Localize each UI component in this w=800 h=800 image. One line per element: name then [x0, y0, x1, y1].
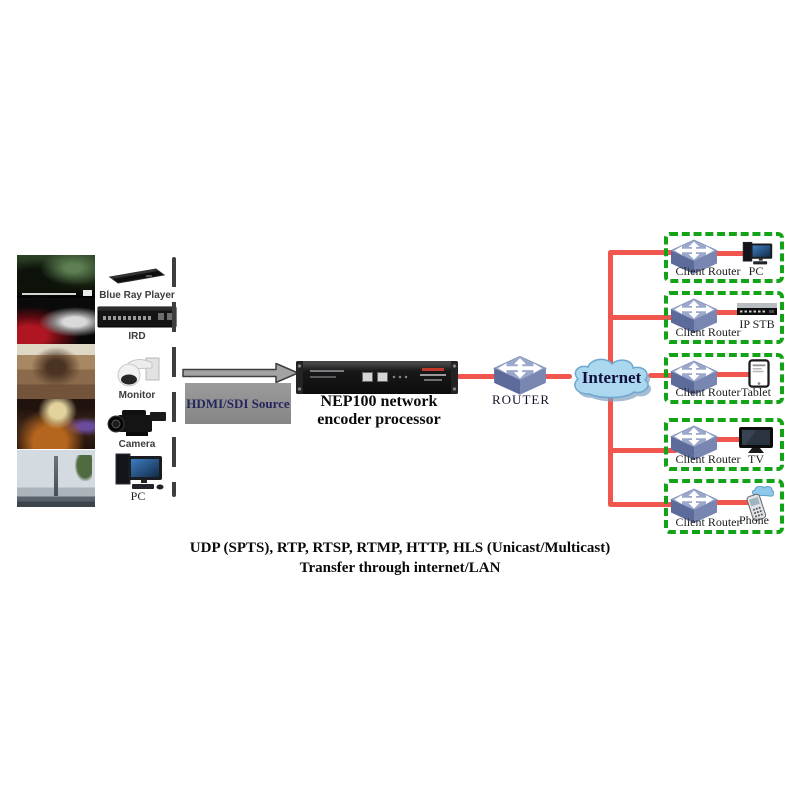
source-photo-interior: [17, 399, 95, 449]
client-box-tv: Client Router TV: [664, 418, 784, 471]
connection-clientrouter-tv: [714, 437, 760, 442]
ip-stb-icon: [737, 303, 777, 315]
client-box-tablet: Client Router Tablet: [664, 353, 784, 404]
tablet-icon: [748, 359, 770, 388]
client-router-label: Client Router: [675, 385, 741, 399]
source-group-dashed-line: [172, 257, 176, 497]
tv-icon: [739, 427, 773, 453]
client-device-label: Phone: [739, 513, 769, 527]
internet-label: Internet: [581, 368, 642, 387]
panel-text-line: [310, 376, 336, 378]
source-photo-horse-and-car: [17, 298, 95, 344]
nep100-encoder-device: [296, 361, 458, 394]
ird-label: IRD: [128, 331, 146, 342]
client-device-label: Tablet: [741, 385, 771, 399]
encoder-logo: [420, 374, 446, 376]
connection-clientrouter-pc: [714, 251, 760, 256]
encoder-caption-line2: encoder processor: [317, 411, 441, 428]
phone-icon: [746, 486, 774, 521]
connection-branch-client5: [610, 502, 678, 507]
encoder-leds: [392, 375, 408, 381]
internet-cloud: [574, 358, 652, 402]
rack-ear-right: [451, 361, 458, 394]
client-device-label: PC: [748, 264, 764, 278]
client-device-label: TV: [748, 452, 764, 466]
connection-encoder-router: [456, 374, 498, 379]
client-device-label: IP STB: [739, 317, 775, 331]
client-router-label: Client Router: [675, 515, 741, 529]
panel-text-line: [310, 370, 344, 372]
client-router-label: Client Router: [675, 264, 741, 278]
connection-branch-client1: [610, 250, 678, 255]
source-photo-tower: [17, 450, 95, 507]
core-router-label: ROUTER: [492, 392, 550, 407]
encoder-logo: [422, 368, 444, 371]
connection-branch-client4: [610, 448, 678, 453]
rack-ear-left: [296, 361, 303, 394]
encoder-logo: [424, 379, 442, 381]
client-box-phone: Client Router Phone: [664, 479, 784, 534]
hdmi-source-label: HDMI/SDI Source: [186, 395, 290, 411]
client-pc-icon: [742, 241, 773, 265]
desktop-pc-icon: [115, 453, 164, 490]
footer-protocols-line: UDP (SPTS), RTP, RTSP, RTMP, HTTP, HLS (…: [189, 540, 611, 556]
camcorder-icon: [107, 410, 166, 436]
connection-branch-client2: [610, 315, 678, 320]
hdmi-source-box: HDMI/SDI Source: [185, 383, 291, 424]
hdmi-source-arrow: [182, 362, 299, 384]
client-router-label: Client Router: [675, 325, 741, 339]
client-router-label: Client Router: [675, 452, 741, 466]
ird-receiver-icon: [97, 306, 177, 328]
connection-clientrouter-tablet: [714, 372, 760, 377]
encoder-caption-line1: NEP100 network: [320, 393, 438, 410]
connection-router-internet: [544, 374, 572, 379]
camera-label: Camera: [118, 439, 156, 450]
footer-transfer-line: Transfer through internet/LAN: [299, 560, 501, 576]
bluray-player-label: Blue Ray Player: [99, 290, 175, 301]
dome-camera-icon: [117, 357, 160, 387]
bluray-player-icon: [108, 268, 166, 284]
source-photo-movie-scene: [17, 255, 95, 298]
client-box-pc: Client Router PC: [664, 232, 784, 283]
encoder-ports: [362, 372, 388, 382]
core-router-icon: [493, 355, 547, 396]
monitor-label: Monitor: [118, 390, 156, 401]
client-box-ipstb: Client Router IP STB: [664, 291, 784, 344]
source-photo-house: [17, 344, 95, 399]
pc-label: PC: [130, 489, 146, 503]
connection-clientrouter-phone: [714, 500, 760, 505]
encoder-caption: NEP100 network encoder processor: [283, 393, 475, 429]
